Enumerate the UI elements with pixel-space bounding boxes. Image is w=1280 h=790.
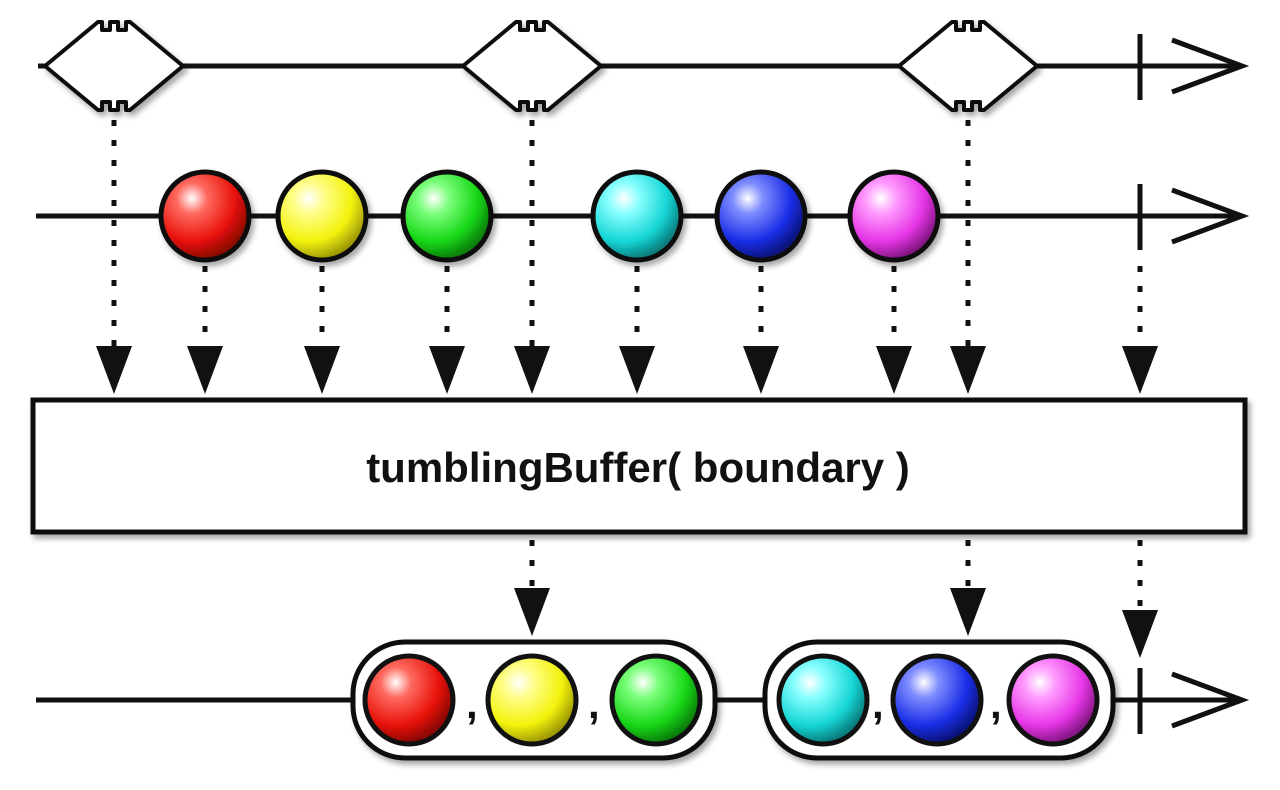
input-arrowhead xyxy=(619,346,655,394)
buffer-marble-magenta xyxy=(1006,653,1100,747)
operator-box-rect xyxy=(30,397,1248,535)
output-arrowhead xyxy=(1122,610,1158,658)
source-marble-red xyxy=(158,169,252,263)
source-marble-magenta xyxy=(847,169,941,263)
buffer-marble-red xyxy=(362,653,456,747)
output-timeline-arrowhead xyxy=(1171,671,1250,729)
output-buffer-1: , , xyxy=(350,639,718,761)
source-marbles xyxy=(158,169,941,263)
input-arrowhead xyxy=(950,346,986,394)
buffer-separator: , xyxy=(990,680,1002,727)
buffer-marble-green xyxy=(609,653,703,747)
input-arrowhead xyxy=(96,346,132,394)
boundary-timeline xyxy=(38,34,1250,100)
boundary-timeline-arrowhead xyxy=(1171,37,1250,95)
input-arrowhead xyxy=(187,346,223,394)
input-arrowhead xyxy=(304,346,340,394)
input-arrowhead xyxy=(876,346,912,394)
input-arrowhead xyxy=(743,346,779,394)
operator-label: tumblingBuffer( boundary ) xyxy=(366,444,910,491)
output-buffer-2: , , xyxy=(762,639,1116,761)
boundary-marker-2 xyxy=(461,20,603,112)
input-arrowhead xyxy=(1122,346,1158,394)
operator-box: tumblingBuffer( boundary ) xyxy=(30,397,1248,535)
output-arrows xyxy=(514,540,1158,658)
buffer-marble-cyan xyxy=(776,653,870,747)
output-arrowhead xyxy=(514,588,550,636)
double-arrow-marker-icon xyxy=(43,20,185,112)
input-arrows xyxy=(96,120,1158,394)
boundary-marker-3 xyxy=(897,20,1039,112)
input-arrowhead xyxy=(514,346,550,394)
double-arrow-marker-icon xyxy=(461,20,603,112)
source-marble-blue xyxy=(714,169,808,263)
source-timeline-arrowhead xyxy=(1171,187,1250,245)
source-marble-green xyxy=(400,169,494,263)
buffer-marble-yellow xyxy=(485,653,579,747)
source-marble-cyan xyxy=(590,169,684,263)
buffer-marble-blue xyxy=(890,653,984,747)
source-marble-yellow xyxy=(275,169,369,263)
input-arrowhead xyxy=(429,346,465,394)
boundary-marker-1 xyxy=(43,20,185,112)
double-arrow-marker-icon xyxy=(897,20,1039,112)
buffer-separator: , xyxy=(466,680,478,727)
output-arrowhead xyxy=(950,588,986,636)
buffer-separator: , xyxy=(588,680,600,727)
buffer-separator: , xyxy=(872,680,884,727)
